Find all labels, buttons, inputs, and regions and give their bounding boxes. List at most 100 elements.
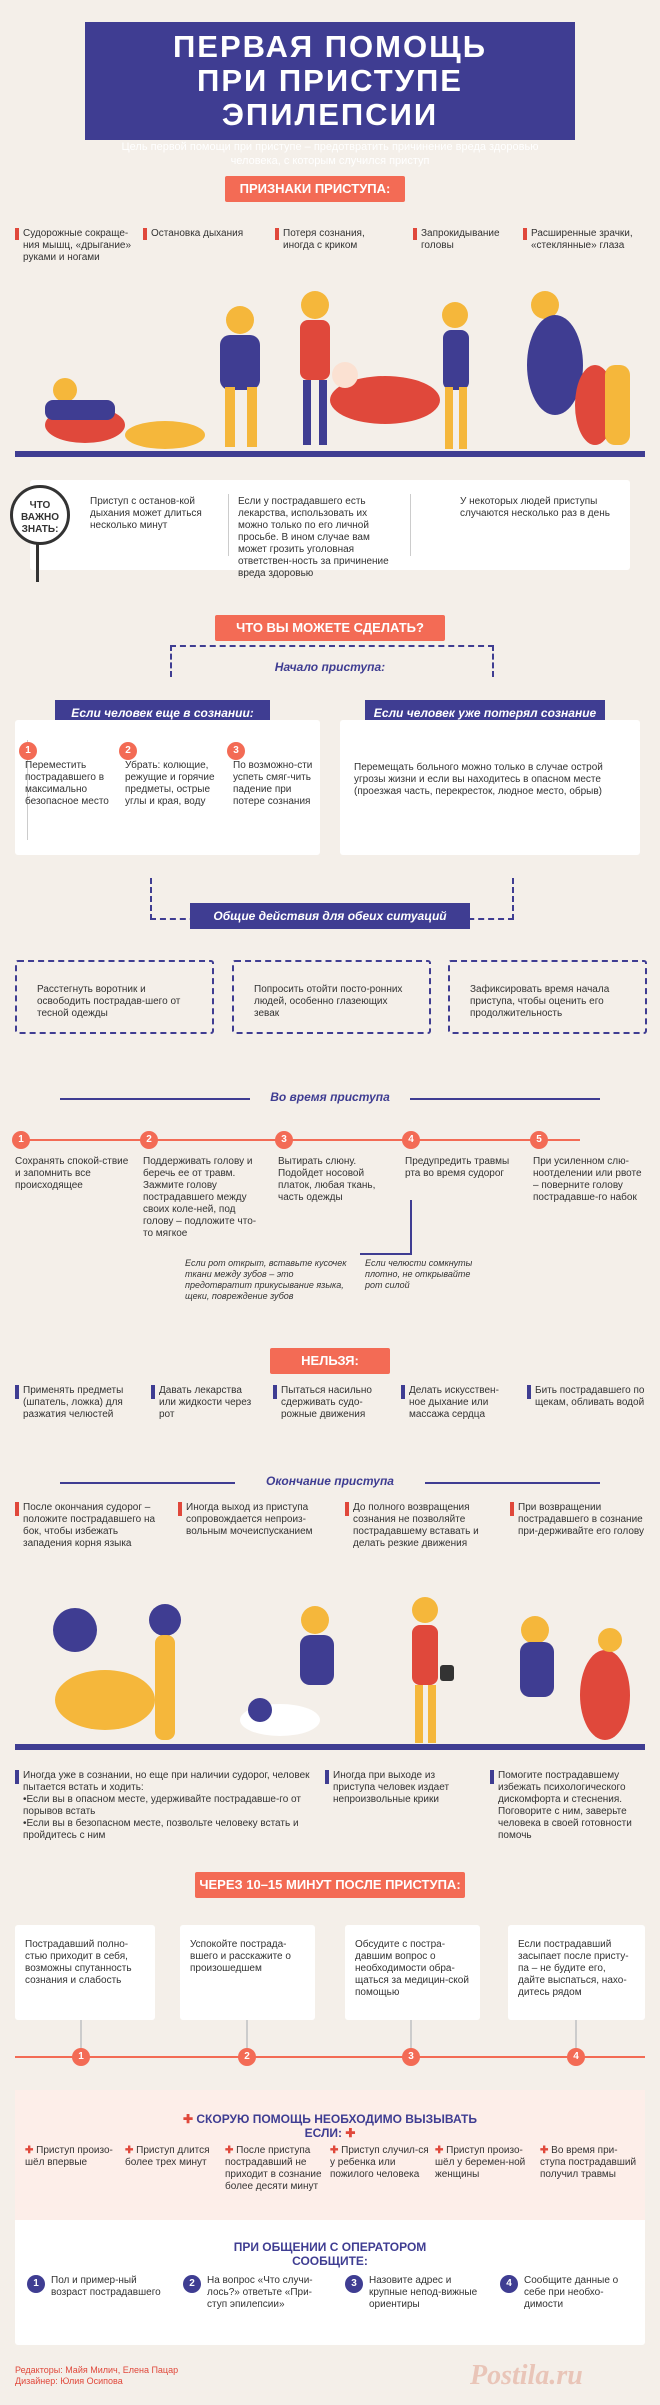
important-badge-text: ЧТО ВАЖНО ЗНАТЬ: — [21, 500, 59, 535]
common-item: Расстегнуть воротник и освободить постра… — [37, 984, 181, 1019]
step-text: Сохранять спокой-ствие и запомнить все п… — [15, 1156, 129, 1191]
common-item: Попросить отойти посто-ронних людей, осо… — [254, 984, 403, 1019]
forbidden-item: Пытаться насильно сдерживать судо-рожные… — [281, 1385, 372, 1420]
end-illustration — [15, 1597, 645, 1750]
ambulance-title: ✚ СКОРУЮ ПОМОЩЬ НЕОБХОДИМО ВЫЗЫВАТЬ ЕСЛИ… — [165, 2112, 495, 2140]
end-item: При возвращении пострадавшего в сознание… — [518, 1502, 644, 1537]
plus-icon: ✚ — [225, 2145, 237, 2156]
step-text: Предупредить травмы рта во время судорог — [405, 1156, 510, 1179]
important-item: Если у пострадавшего есть лекарства, исп… — [238, 496, 389, 579]
ambulance-item-text: Приступ случил-ся у ребенка или пожилого… — [330, 2145, 429, 2180]
step-line — [27, 740, 28, 840]
sign-marker — [413, 228, 417, 240]
timeline-line — [15, 2056, 645, 2058]
step-text: Переместить пострадавшего в максимально … — [25, 760, 109, 807]
ambulance-item-text: Приступ произо-шёл у беремен-ной женщины — [435, 2145, 526, 2180]
signs-illustration — [15, 291, 645, 457]
what-can-title: ЧТО ВЫ МОЖЕТЕ СДЕЛАТЬ? — [215, 615, 445, 641]
forbidden-title: НЕЛЬЗЯ: — [270, 1348, 390, 1374]
operator-step: Сообщите данные о себе при необхо-димост… — [524, 2275, 619, 2310]
connector-dashed — [170, 645, 494, 677]
forbidden-item: Бить пострадавшего по щекам, обливать во… — [535, 1385, 645, 1408]
person-with-bag-figure — [412, 1597, 454, 1743]
person-dilated-pupils-figure — [527, 291, 630, 445]
step-text: Убрать: колющие, режущие и горячие предм… — [125, 760, 215, 807]
end-item: После окончания судорог – положите постр… — [23, 1502, 156, 1549]
sign-marker — [275, 228, 279, 240]
after-card: Обсудите с постра-давшим вопрос о необхо… — [345, 1925, 480, 2020]
page-title: ПЕРВАЯ ПОМОЩЬ ПРИ ПРИСТУПЕ ЭПИЛЕПСИИ — [173, 29, 487, 132]
ambulance-item: ✚ Приступ случил-ся у ребенка или пожило… — [330, 2145, 430, 2181]
operator-step: На вопрос «Что случи-лось?» ответьте «Пр… — [207, 2275, 313, 2310]
sign-marker — [15, 228, 19, 240]
end-bottom-list: Иногда уже в сознании, но еще при наличи… — [15, 1770, 655, 1860]
step-number: 3 — [345, 2275, 363, 2293]
connector — [410, 2020, 412, 2050]
plus-icon: ✚ — [330, 2145, 342, 2156]
ambulance-item: ✚ Во время при-ступа пострадавший получи… — [540, 2145, 640, 2181]
step-number: 2 — [140, 1131, 158, 1149]
forbidden-marker — [401, 1385, 405, 1399]
credits-designer: Дизайнер: Юлия Осипова — [15, 2376, 123, 2386]
sign-item: Остановка дыхания — [151, 228, 244, 239]
end-top-list: После окончания судорог – положите постр… — [15, 1502, 655, 1572]
end-title: Окончание приступа — [235, 1474, 425, 1488]
plus-icon: ✚ — [540, 2145, 552, 2156]
ambulance-item-text: Во время при-ступа пострадавший получил … — [540, 2145, 637, 2180]
step-number: 1 — [19, 742, 37, 760]
important-item: У некоторых людей приступы случаются нес… — [460, 496, 610, 519]
end-marker — [325, 1770, 329, 1784]
sign-item: Запрокидывание головы — [421, 228, 500, 251]
signs-title: ПРИЗНАКИ ПРИСТУПА: — [225, 176, 405, 202]
ambulance-title-text: СКОРУЮ ПОМОЩЬ НЕОБХОДИМО ВЫЗЫВАТЬ ЕСЛИ: — [196, 2112, 478, 2140]
after-text: Если пострадавший засыпает после присту-… — [518, 1939, 629, 1998]
end-marker — [15, 1770, 19, 1784]
operator-step: Назовите адрес и крупные непод-вижные ор… — [369, 2275, 478, 2310]
step-text: Вытирать слюну. Подойдет носовой платок,… — [278, 1156, 376, 1203]
forbidden-list: Применять предметы (шпатель, ложка) для … — [15, 1385, 655, 1445]
plus-icon: ✚ — [182, 2112, 197, 2126]
forbidden-marker — [527, 1385, 531, 1399]
note-mouth-open: Если рот открыт, вставьте кусочек ткани … — [185, 1258, 347, 1301]
sign-item: Судорожные сокраще-ния мышц, «дрыгание» … — [23, 228, 132, 263]
branch-line — [410, 1200, 412, 1255]
common-title: Общие действия для обеих ситуаций — [190, 903, 470, 929]
step-number: 2 — [119, 742, 137, 760]
badge-post — [36, 542, 39, 582]
unconscious-card: Перемещать больного можно только в случа… — [340, 720, 640, 855]
plus-icon: ✚ — [435, 2145, 447, 2156]
step-number: 1 — [27, 2275, 45, 2293]
conscious-card: 1 Переместить пострадавшего в максимальн… — [15, 720, 320, 855]
important-item: Приступ с останов-кой дыхания может длит… — [90, 496, 202, 531]
ambulance-item-text: После приступа пострадавший не приходит … — [225, 2145, 322, 2192]
end-item: До полного возвращения сознания не позво… — [353, 1502, 479, 1549]
step-number: 2 — [238, 2048, 256, 2066]
connector — [246, 2020, 248, 2050]
after-card: Успокойте пострада-вшего и расскажите о … — [180, 1925, 315, 2020]
after-card: Если пострадавший засыпает после присту-… — [508, 1925, 645, 2020]
person-head-thrown-back-figure — [442, 302, 469, 449]
ambulance-item-text: Приступ длится более трех минут — [125, 2145, 210, 2168]
end-item: Иногда при выходе из приступа человек из… — [333, 1770, 450, 1805]
step-text: Поддерживать голову и беречь ее от травм… — [143, 1156, 257, 1239]
forbidden-marker — [273, 1385, 277, 1399]
person-losing-consciousness-figure — [300, 291, 440, 445]
connector — [575, 2020, 577, 2050]
forbidden-marker — [15, 1385, 19, 1399]
step-number: 3 — [275, 1131, 293, 1149]
person-helping-figure — [520, 1616, 630, 1740]
important-box: ЧТО ВАЖНО ЗНАТЬ: Приступ с останов-кой д… — [10, 480, 630, 582]
forbidden-item: Делать искусствен-ное дыхание или массаж… — [409, 1385, 499, 1420]
start-title: Начало приступа: — [230, 660, 430, 674]
end-marker — [490, 1770, 494, 1784]
person-stopped-breathing-figure — [220, 306, 260, 447]
unconscious-text: Перемещать больного можно только в случа… — [354, 762, 603, 797]
after-text: Пострадавший полно-стью приходит в себя,… — [25, 1939, 132, 1986]
ambulance-item: ✚ Приступ произо-шёл впервые — [25, 2145, 120, 2169]
during-title: Во время приступа — [250, 1090, 410, 1104]
connector — [80, 2020, 82, 2050]
forbidden-item: Применять предметы (шпатель, ложка) для … — [23, 1385, 124, 1420]
ambulance-item: ✚ Приступ длится более трех минут — [125, 2145, 220, 2169]
end-marker — [345, 1502, 349, 1516]
